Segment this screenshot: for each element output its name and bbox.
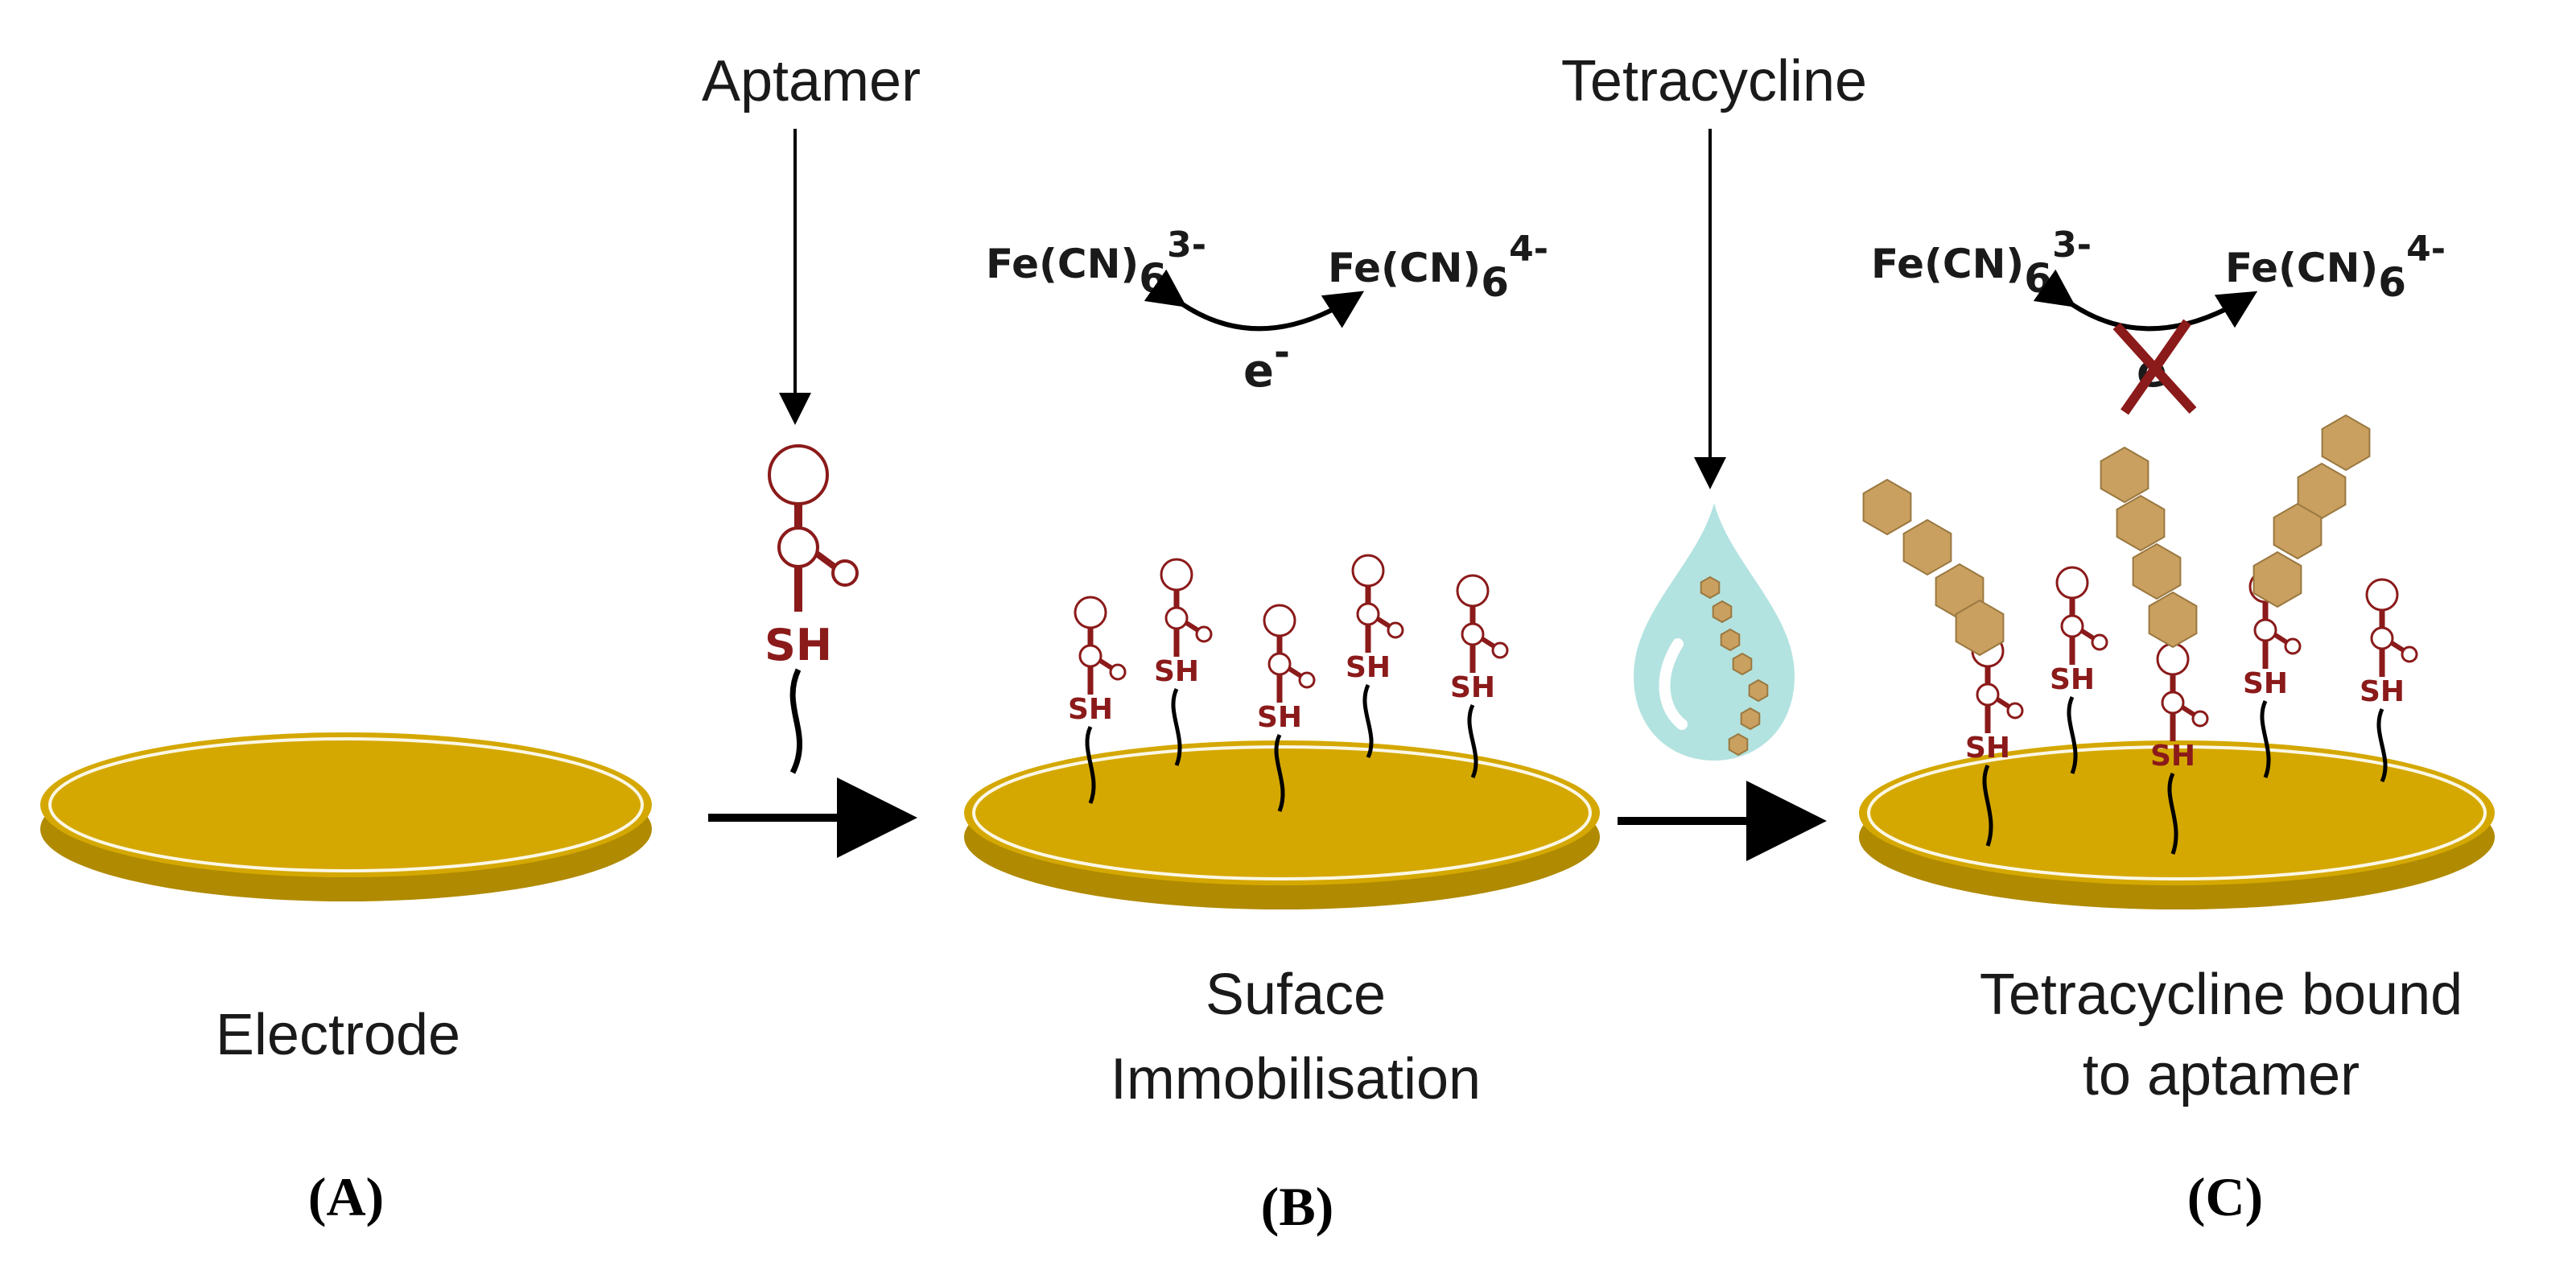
immobilised-aptamer: SH — [1257, 604, 1316, 812]
bound-tetracycline-molecules — [1862, 414, 2371, 657]
tetracycline-molecule-in-drop — [1700, 575, 1769, 757]
aptamer-label: Aptamer — [702, 49, 921, 113]
redox-arrow-b — [1144, 269, 1365, 332]
electrode-b — [964, 740, 1600, 909]
bound-caption-line2: to aptamer — [2083, 1043, 2360, 1107]
panel-label-b: (B) — [1261, 1176, 1334, 1237]
thiol-label: SH — [2360, 675, 2405, 708]
thiol-label: SH — [1450, 671, 1495, 704]
immobilised-aptamer: SH — [1450, 574, 1509, 779]
ferrocyanide-label: Fe(CN)64- — [1328, 229, 1548, 306]
surface-caption-line1: Suface — [1206, 963, 1386, 1027]
thiol-label: SH — [1068, 693, 1113, 726]
electrode-caption: Electrode — [216, 1003, 460, 1067]
immobilised-aptamer: SH — [2150, 642, 2209, 855]
tetracycline-droplet — [1634, 503, 1795, 761]
tetracycline-label: Tetracycline — [1561, 49, 1867, 113]
surface-caption-line2: Immobilisation — [1111, 1047, 1481, 1111]
blocked-cross-icon — [2112, 319, 2197, 415]
free-aptamer: SH — [765, 444, 859, 774]
electrode-a — [40, 732, 652, 901]
redox-pair-c: Fe(CN)63- Fe(CN)64- e — [1871, 225, 2446, 415]
thiol-label: SH — [1965, 732, 2010, 765]
immobilised-aptamer: SH — [2050, 566, 2108, 774]
immobilised-aptamer: SH — [1154, 558, 1213, 766]
immobilised-aptamer: SH — [2360, 578, 2418, 783]
bound-caption-line1: Tetracycline bound — [1980, 963, 2463, 1027]
thiol-label: SH — [2050, 663, 2095, 696]
thiol-label: SH — [2243, 667, 2288, 700]
immobilised-aptamer: SH — [1068, 596, 1127, 804]
thiol-label: SH — [1346, 651, 1391, 684]
thiol-label: SH — [1154, 655, 1199, 688]
redox-arrow-c — [2033, 269, 2258, 332]
panel-label-a: (A) — [308, 1166, 384, 1227]
panel-label-c: (C) — [2187, 1166, 2263, 1227]
immobilised-aptamer: SH — [1346, 554, 1404, 759]
ferricyanide-label: Fe(CN)63- — [986, 225, 1206, 302]
thiol-label: SH — [765, 620, 832, 670]
electron-label: e- — [1243, 330, 1290, 398]
ferrocyanide-label: Fe(CN)64- — [2225, 229, 2446, 306]
thiol-label: SH — [1257, 701, 1302, 734]
ferricyanide-label: Fe(CN)63- — [1871, 225, 2092, 302]
redox-pair-b: Fe(CN)63- Fe(CN)64- e- — [986, 225, 1548, 398]
immobilised-aptamer: SH — [1965, 634, 2024, 847]
immobilised-aptamers-b: SH SH SH SH SH — [1068, 554, 1509, 812]
thiol-label: SH — [2150, 740, 2195, 773]
aptamers-c: SH SH SH SH SH — [1965, 566, 2418, 855]
